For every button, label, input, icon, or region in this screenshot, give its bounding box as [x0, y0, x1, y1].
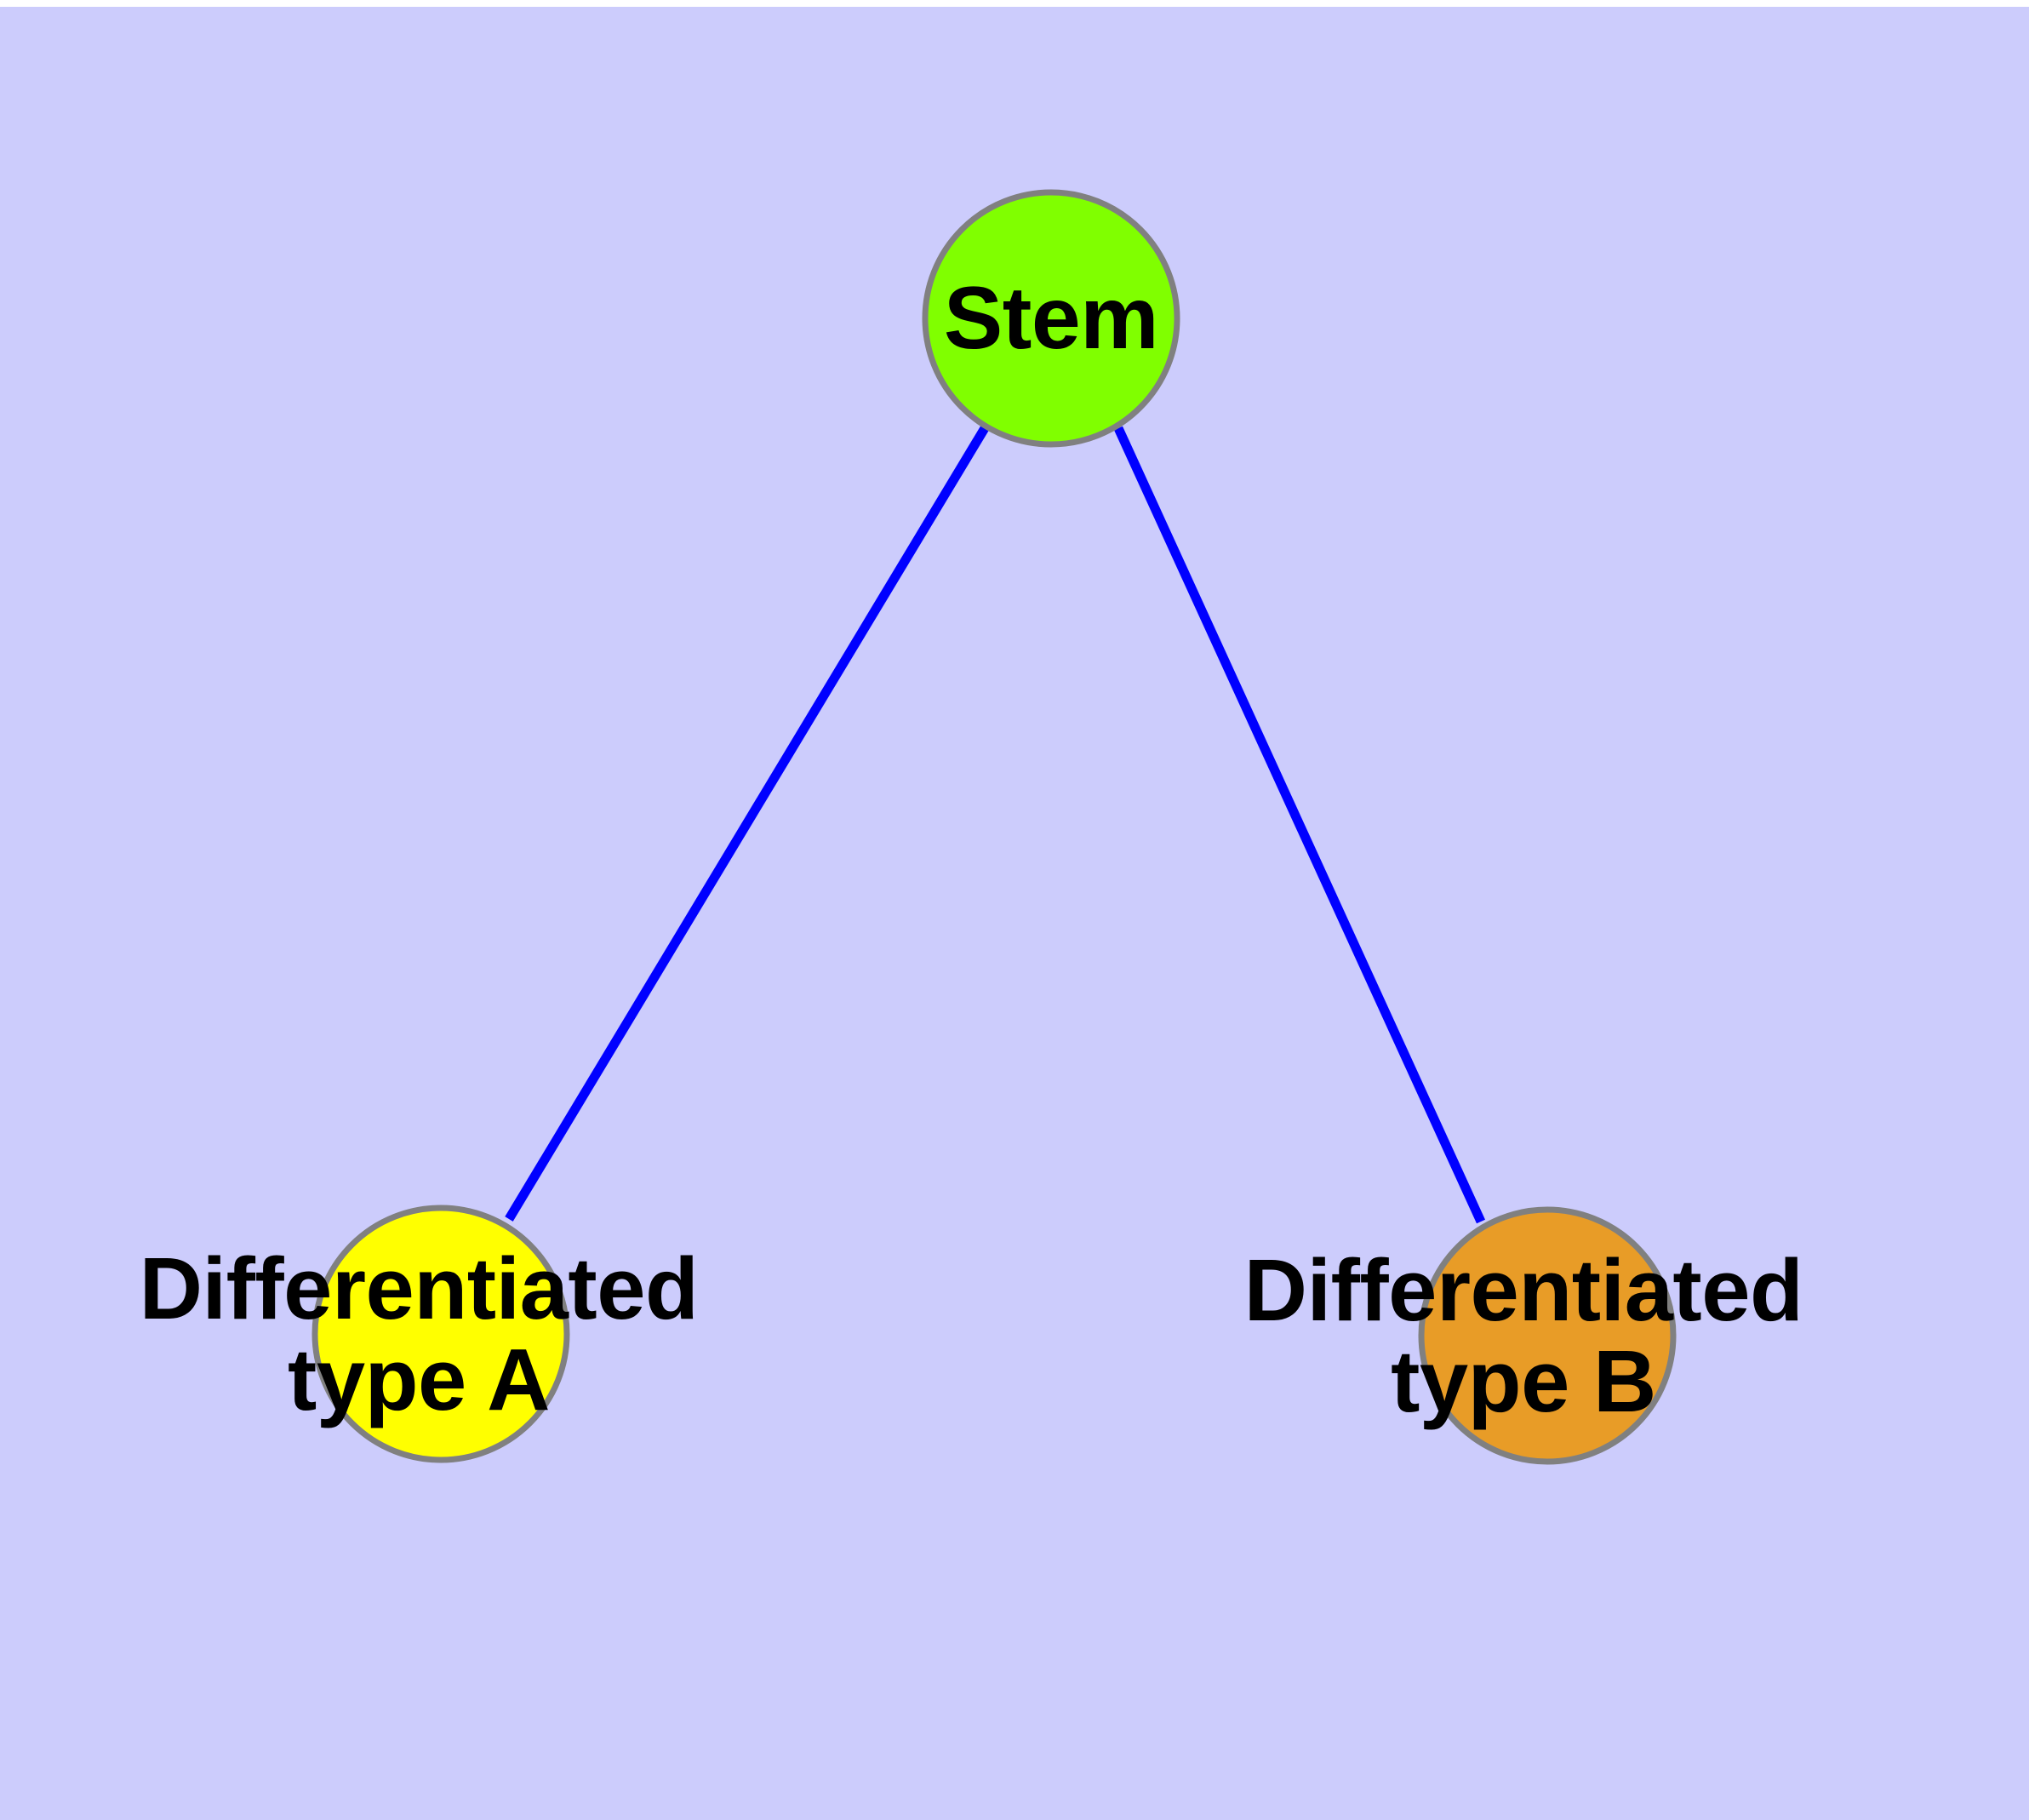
edge-stem-to-diff-a[interactable] — [505, 426, 989, 1222]
node-group — [311, 189, 1677, 1465]
node-circle-diff-a[interactable] — [311, 1205, 570, 1463]
edge-stem-to-diff-b[interactable] — [1113, 426, 1486, 1224]
node-circle-stem[interactable] — [922, 189, 1180, 448]
edge-group — [505, 426, 1486, 1224]
node-circle-diff-b[interactable] — [1418, 1206, 1677, 1465]
